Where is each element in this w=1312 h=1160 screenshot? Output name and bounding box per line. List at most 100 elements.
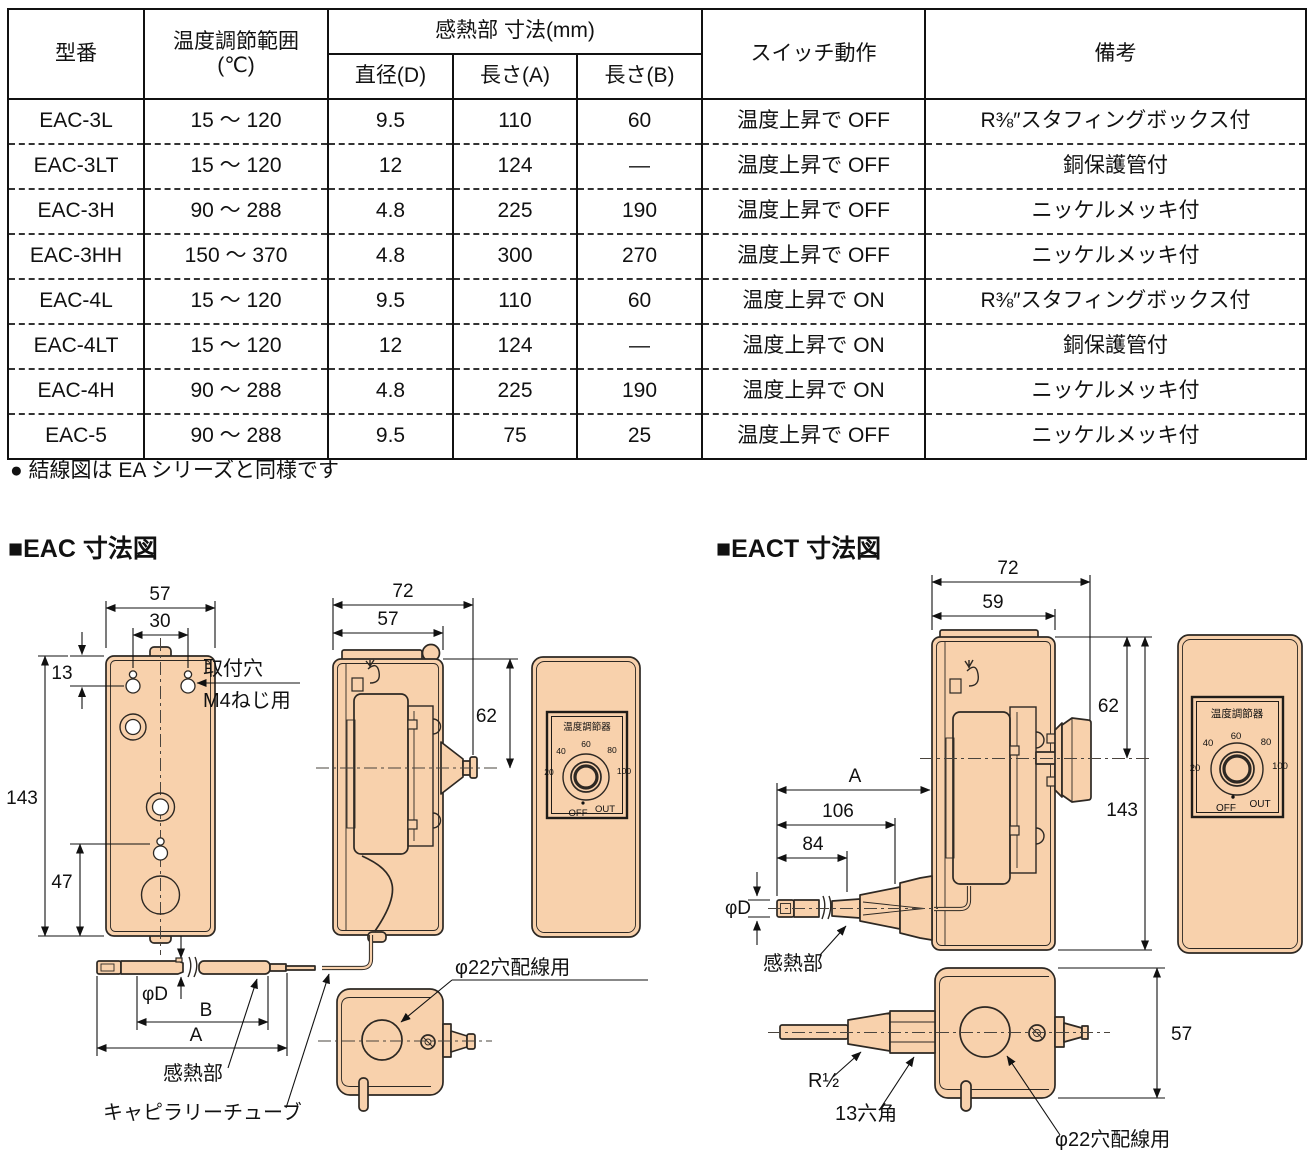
dial-tick-60: 60 xyxy=(581,739,591,749)
table-row: EAC-5 90 〜 288 9.5 75 25 温度上昇で OFF ニッケルメ… xyxy=(7,413,1308,459)
cell-length-b: 270 xyxy=(575,233,704,279)
col-header-diameter: 直径(D) xyxy=(327,53,454,100)
col-header-model: 型番 xyxy=(7,8,145,100)
dim-bottom-47: 47 xyxy=(51,872,72,893)
dial-title: 温度調節器 xyxy=(1211,707,1264,720)
dim-width-57: 57 xyxy=(149,584,170,605)
cell-length-b: 190 xyxy=(575,188,704,234)
cell-switch: 温度上昇で ON xyxy=(701,323,927,369)
cell-length-a: 124 xyxy=(452,323,578,369)
col-header-length-b: 長さ(B) xyxy=(575,53,704,100)
cell-length-a: 225 xyxy=(452,188,578,234)
col-header-temp-range: 温度調節範囲 (℃) xyxy=(143,8,329,100)
dim-body-depth-57: 57 xyxy=(377,609,398,630)
header-row-2: 直径(D) 長さ(A) 長さ(B) xyxy=(8,53,1306,100)
cell-range: 15 〜 120 xyxy=(143,323,329,369)
cell-model: EAC-3LT xyxy=(7,143,145,189)
cell-range: 90 〜 288 xyxy=(143,413,329,459)
temp-range-line2: (℃) xyxy=(217,54,255,77)
table-row: EAC-3L 15 〜 120 9.5 110 60 温度上昇で OFF R⅜″… xyxy=(7,98,1308,144)
mount-hole-left xyxy=(125,678,141,694)
dial-tick-20: 20 xyxy=(544,767,554,777)
dim-phi-d: φD xyxy=(142,984,168,1005)
table-row: EAC-3LT 15 〜 120 12 124 — 温度上昇で OFF 銅保護管… xyxy=(7,143,1308,189)
cell-range: 90 〜 288 xyxy=(143,188,329,234)
col-header-switch: スイッチ動作 xyxy=(701,8,927,100)
hex-label: 13六角 xyxy=(835,1102,897,1125)
dim-length-a: A xyxy=(849,766,862,787)
sensor-label: 感熱部 xyxy=(163,1062,223,1085)
sensor-rod xyxy=(779,1024,849,1040)
dim-height-143: 143 xyxy=(1106,800,1138,821)
cell-switch: 温度上昇で ON xyxy=(701,368,927,414)
dial-out-label: OUT xyxy=(1249,799,1270,810)
cell-model: EAC-3H xyxy=(7,188,145,234)
cell-remarks: ニッケルメッキ付 xyxy=(924,188,1308,234)
dial-tick-60: 60 xyxy=(1231,731,1242,742)
spec-table: 型番 温度調節範囲 (℃) 感熱部 寸法(mm) スイッチ動作 備考 直径(D)… xyxy=(7,8,1308,460)
cell-model: EAC-4LT xyxy=(7,323,145,369)
cell-range: 15 〜 120 xyxy=(143,98,329,144)
dim-hole-span-30: 30 xyxy=(149,611,170,632)
header-row-1: 型番 温度調節範囲 (℃) 感熱部 寸法(mm) スイッチ動作 備考 xyxy=(7,8,1308,100)
capillary-label: キャピラリーチューブ xyxy=(103,1100,302,1124)
eac-probe-detail: φD B A 感熱部 キャピラリーチューブ xyxy=(96,936,330,1124)
cell-model: EAC-3HH xyxy=(7,233,145,279)
temp-range-line1: 温度調節範囲 xyxy=(173,29,299,53)
cell-length-b: — xyxy=(575,143,704,189)
cell-switch: 温度上昇で ON xyxy=(701,278,927,324)
dial-knob xyxy=(1222,754,1252,784)
cell-range: 15 〜 120 xyxy=(143,143,329,189)
cell-remarks: 銅保護管付 xyxy=(924,323,1308,369)
cell-switch: 温度上昇で OFF xyxy=(701,188,927,234)
eac-front-view: 温度調節器 60 40 80 20 100 OFF OUT xyxy=(531,656,641,938)
cell-remarks: R⅜″スタフィングボックス付 xyxy=(924,98,1308,144)
dim-body-depth-59: 59 xyxy=(982,592,1003,613)
cell-length-b: 190 xyxy=(575,368,704,414)
cell-remarks: ニッケルメッキ付 xyxy=(924,233,1308,279)
dim-top-offset-13: 13 xyxy=(51,663,72,684)
eact-dial: 温度調節器 60 40 80 20 100 OFF OUT xyxy=(1190,695,1288,819)
cell-model: EAC-4H xyxy=(7,368,145,414)
dim-phi-d: φD xyxy=(725,898,751,919)
eac-back-view: 57 30 13 143 47 取付穴 M4ねじ用 xyxy=(6,584,300,955)
dial-title: 温度調節器 xyxy=(563,721,611,733)
eact-side-view: 72 59 62 143 xyxy=(725,560,1152,975)
eact-front-view: 温度調節器 60 40 80 20 100 OFF OUT xyxy=(1177,634,1303,954)
capillary-exit-hole xyxy=(140,875,181,915)
cell-length-a: 110 xyxy=(452,98,578,144)
eac-dial: 温度調節器 60 40 80 20 100 OFF OUT xyxy=(544,710,631,820)
wiring-hole xyxy=(361,1019,403,1061)
dim-shaft-62: 62 xyxy=(476,706,497,727)
dim-depth-57: 57 xyxy=(1171,1024,1192,1045)
cell-diameter: 4.8 xyxy=(327,188,454,234)
cell-diameter: 4.8 xyxy=(327,233,454,279)
cell-diameter: 9.5 xyxy=(327,98,454,144)
eac-dimension-drawing: 57 30 13 143 47 取付穴 M4ねじ用 xyxy=(6,581,648,1124)
dial-tick-80: 80 xyxy=(607,745,617,755)
col-header-remarks: 備考 xyxy=(924,8,1308,100)
dial-tick-100: 100 xyxy=(617,766,631,776)
cell-switch: 温度上昇で OFF xyxy=(701,413,927,459)
shaft-cone xyxy=(440,741,464,795)
dial-off-label: OFF xyxy=(569,808,588,819)
adjust-knob xyxy=(1061,717,1092,803)
wiring-note: ● 結線図は EA シリーズと同様です xyxy=(10,459,339,482)
dim-length-106: 106 xyxy=(822,801,854,822)
dim-depth-72: 72 xyxy=(392,581,413,602)
dial-off-label: OFF xyxy=(1216,803,1236,814)
cell-model: EAC-4L xyxy=(7,278,145,324)
cell-range: 90 〜 288 xyxy=(143,368,329,414)
eac-side-view: 72 57 62 xyxy=(316,581,518,971)
cell-length-a: 300 xyxy=(452,233,578,279)
cell-length-b: 60 xyxy=(575,98,704,144)
cell-remarks: ニッケルメッキ付 xyxy=(924,413,1308,459)
sensor-bulb xyxy=(120,960,184,975)
cell-model: EAC-5 xyxy=(7,413,145,459)
dim-height-143: 143 xyxy=(6,788,38,809)
col-header-sensor-dims: 感熱部 寸法(mm) xyxy=(326,8,704,55)
wiring-hole-label: φ22穴配線用 xyxy=(455,956,570,979)
cell-length-a: 225 xyxy=(452,368,578,414)
mount-hole-label: 取付穴 xyxy=(203,657,263,680)
